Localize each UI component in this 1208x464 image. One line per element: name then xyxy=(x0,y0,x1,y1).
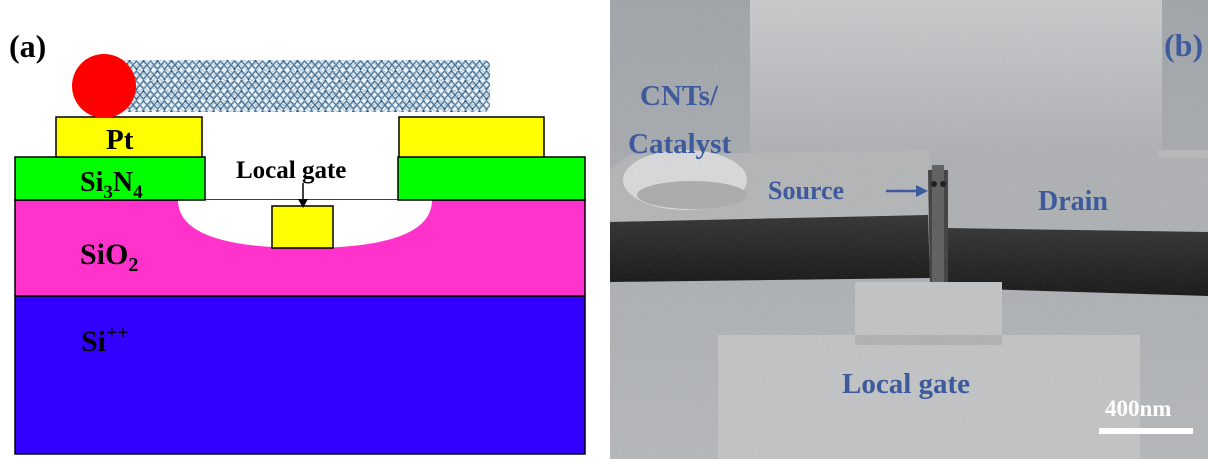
local-gate-label: Local gate xyxy=(236,157,346,184)
sem-noise-texture xyxy=(610,0,1208,459)
drain-label: Drain xyxy=(1038,186,1108,217)
sio2-label-sub: 2 xyxy=(128,254,138,276)
pt-label: Pt xyxy=(106,124,134,156)
panel-a-schematic: (a) Pt Si3N4 SiO2 Si++ Local gate xyxy=(0,0,598,459)
source-arrow-head xyxy=(916,185,928,197)
local-gate-arrow-head xyxy=(298,199,308,208)
si-label-sup: ++ xyxy=(106,322,129,344)
si3n4-layer-left xyxy=(14,156,206,201)
scale-bar-label: 400nm xyxy=(1105,396,1171,421)
si3n4-layer-right xyxy=(397,156,586,201)
sio2-label-base: SiO xyxy=(80,238,128,271)
cnts-catalyst-label-line2: Catalyst xyxy=(628,128,731,160)
scale-bar xyxy=(1099,428,1193,434)
si3n4-label-sub4: 4 xyxy=(133,182,143,203)
sem-svg: (b) CNTs/ Catalyst Source Drain Local ga… xyxy=(610,0,1208,459)
carbon-nanotube xyxy=(120,60,490,112)
si-label: Si++ xyxy=(81,322,129,358)
catalyst-ball xyxy=(72,54,136,118)
pt-electrode-right xyxy=(398,116,545,158)
panel-a-label: (a) xyxy=(9,28,46,64)
panel-b-label: (b) xyxy=(1164,27,1203,63)
si3n4-label: Si3N4 xyxy=(80,167,143,203)
schematic-svg: (a) Pt Si3N4 SiO2 Si++ Local gate xyxy=(9,28,586,455)
si3n4-label-sub3: 3 xyxy=(103,182,113,203)
local-gate-block xyxy=(271,205,334,249)
source-label: Source xyxy=(768,176,844,205)
si3n4-label-n: N xyxy=(113,167,133,198)
local-gate-sem-label: Local gate xyxy=(842,368,970,400)
pt-electrode-left xyxy=(55,116,203,158)
cnts-catalyst-label-line1: CNTs/ xyxy=(640,80,719,112)
sio2-label: SiO2 xyxy=(80,238,138,276)
panel-b-sem-image: (b) CNTs/ Catalyst Source Drain Local ga… xyxy=(610,0,1208,459)
si-substrate-layer xyxy=(14,295,586,455)
si3n4-label-si: Si xyxy=(80,167,104,198)
si-label-base: Si xyxy=(81,325,106,358)
